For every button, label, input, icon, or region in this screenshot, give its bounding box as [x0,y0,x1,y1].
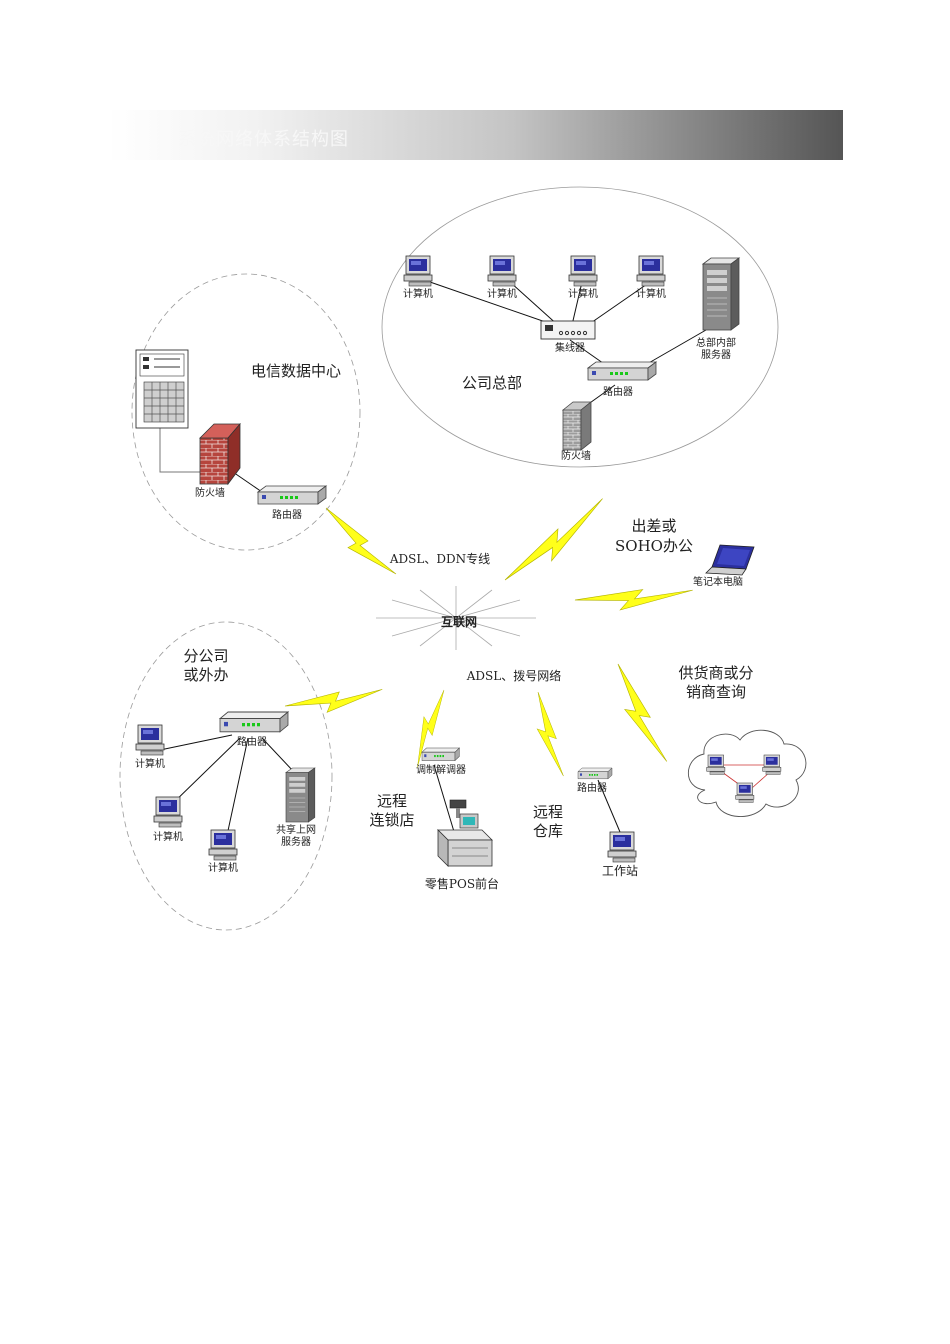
telecom-region-ellipse [131,273,361,551]
branch-pc-2-label: 计算机 [153,830,183,843]
laptop-icon [705,544,755,576]
warehouse-region-label-1: 远程 [533,803,563,821]
workstation-label: 工作站 [602,864,638,878]
telecom-router-label: 路由器 [272,508,302,521]
chain-region-label-2: 连锁店 [369,811,414,829]
internet-starburst-icon [376,586,536,650]
telecom-firewall-icon [199,422,241,486]
modem-label: 调制解调器 [416,763,466,776]
lightning-icon-soho [574,543,694,647]
hq-pc-2-icon [487,255,517,287]
hq-router-icon [587,361,657,381]
hq-pc-4-label: 计算机 [636,287,666,300]
branch-pc-3-label: 计算机 [208,861,238,874]
pos-label: 零售POS前台 [425,876,499,891]
hq-pc-2-label: 计算机 [487,287,517,300]
modem-icon [421,747,460,761]
branch-router-label: 路由器 [237,735,267,748]
hq-firewall-icon [561,401,593,451]
telecom-firewall-label: 防火墙 [195,486,225,499]
lightning-icon-hq [504,475,604,603]
lightning-icon-branch [284,648,383,747]
lightning-icon-telecom [325,507,397,575]
soho-region-label-1: 出差或 [631,517,676,535]
hq-server-icon [702,257,740,331]
supplier-cloud [688,729,807,817]
internet-label: 互联网 [441,615,477,629]
laptop-label: 笔记本电脑 [693,575,743,588]
supplier-region-label-2: 销商查询 [686,683,746,701]
branch-pc-3-icon [208,829,238,861]
telecom-region-label: 电信数据中心 [251,362,341,380]
supplier-region-label-1: 供货商或分 [678,664,753,682]
warehouse-router-label: 路由器 [577,781,607,794]
router-workstation-link [597,779,621,833]
branch-region-ellipse [119,621,333,931]
hq-pc-3-label: 计算机 [568,287,598,300]
branch-server-label-1: 共享上网 [276,823,316,836]
chain-region-label-1: 远程 [377,792,407,810]
hq-region-ellipse [381,186,779,468]
hq-firewall-label: 防火墙 [561,449,591,462]
branch-pc-2-icon [153,796,183,828]
hq-router-label: 路由器 [603,385,633,398]
adsl-dialup-label: ADSL、拨号网络 [466,668,561,683]
telecom-router-icon [257,485,327,505]
branch-pc-1-icon [135,724,165,756]
branch-server-icon [285,767,316,823]
branch-links [159,734,295,841]
branch-server-label-2: 服务器 [281,835,311,848]
header-bar [108,110,843,160]
hq-pc-1-icon [403,255,433,287]
soho-region-label-2: SOHO办公 [615,537,693,555]
branch-router-icon [219,711,289,733]
adsl-ddn-label: ADSL、DDN专线 [389,551,490,566]
workstation-icon [607,831,637,863]
lightning-icon-warehouse [506,691,595,777]
pos-terminal-icon [437,799,493,867]
hq-pc-3-icon [568,255,598,287]
branch-pc-1-label: 计算机 [135,757,165,770]
hq-server-label-1: 总部内部 [696,336,736,349]
hq-region-label: 公司总部 [462,374,522,392]
hq-pc-4-icon [636,255,666,287]
telecom-server-link [159,425,200,473]
hq-hub-label: 集线器 [555,341,585,354]
modem-pos-link [433,764,456,836]
branch-region-label-1: 分公司 [183,647,228,665]
warehouse-region-label-2: 仓库 [533,822,563,840]
hq-hub-icon [540,320,596,340]
warehouse-router-icon [577,767,613,780]
hq-server-label-2: 服务器 [701,348,731,361]
hq-pc-1-label: 计算机 [403,287,433,300]
telecom-server-icon [135,349,189,429]
branch-region-label-2: 或外办 [183,666,228,684]
page-title: 系统网络体系结构图 [178,129,349,150]
